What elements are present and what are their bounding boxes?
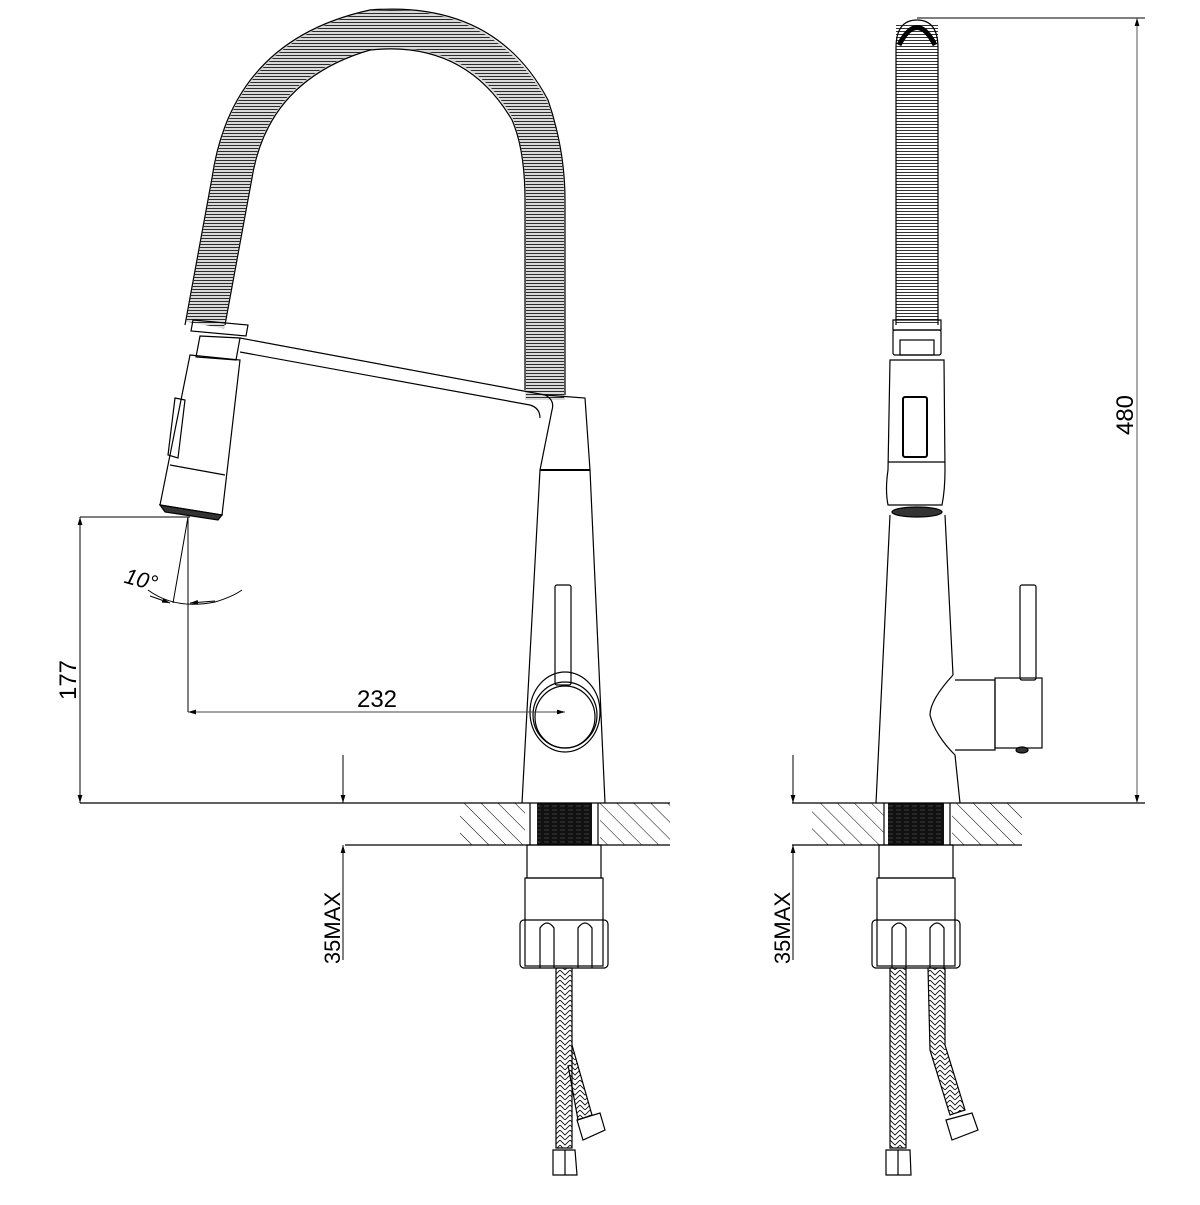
side-view bbox=[792, 19, 1145, 1176]
faucet-body bbox=[521, 469, 606, 804]
spout-reach-label: 232 bbox=[357, 686, 397, 713]
total-height-label: 480 bbox=[1112, 395, 1139, 435]
spout-arm bbox=[239, 337, 591, 471]
side-body bbox=[875, 514, 1043, 804]
spout-height-label: 177 bbox=[55, 660, 82, 700]
side-dimensions bbox=[790, 17, 1145, 960]
front-dimensions bbox=[77, 516, 565, 960]
mounting-nut bbox=[519, 844, 609, 969]
counter-thickness-label-front: 35MAX bbox=[320, 892, 345, 964]
counter-thickness-label-side: 35MAX bbox=[770, 892, 795, 964]
side-spray-head bbox=[885, 329, 946, 518]
side-countertop-section bbox=[792, 802, 1145, 846]
front-view bbox=[80, 8, 670, 1176]
spray-angle-label: 10° bbox=[122, 563, 161, 596]
countertop-section bbox=[80, 802, 670, 846]
side-supply-hoses bbox=[885, 967, 979, 1176]
spring-coil-column bbox=[892, 19, 942, 331]
side-mounting-nut bbox=[871, 844, 961, 969]
spray-head bbox=[158, 319, 249, 521]
supply-hoses bbox=[552, 967, 606, 1176]
spring-coil-arch bbox=[184, 8, 566, 400]
